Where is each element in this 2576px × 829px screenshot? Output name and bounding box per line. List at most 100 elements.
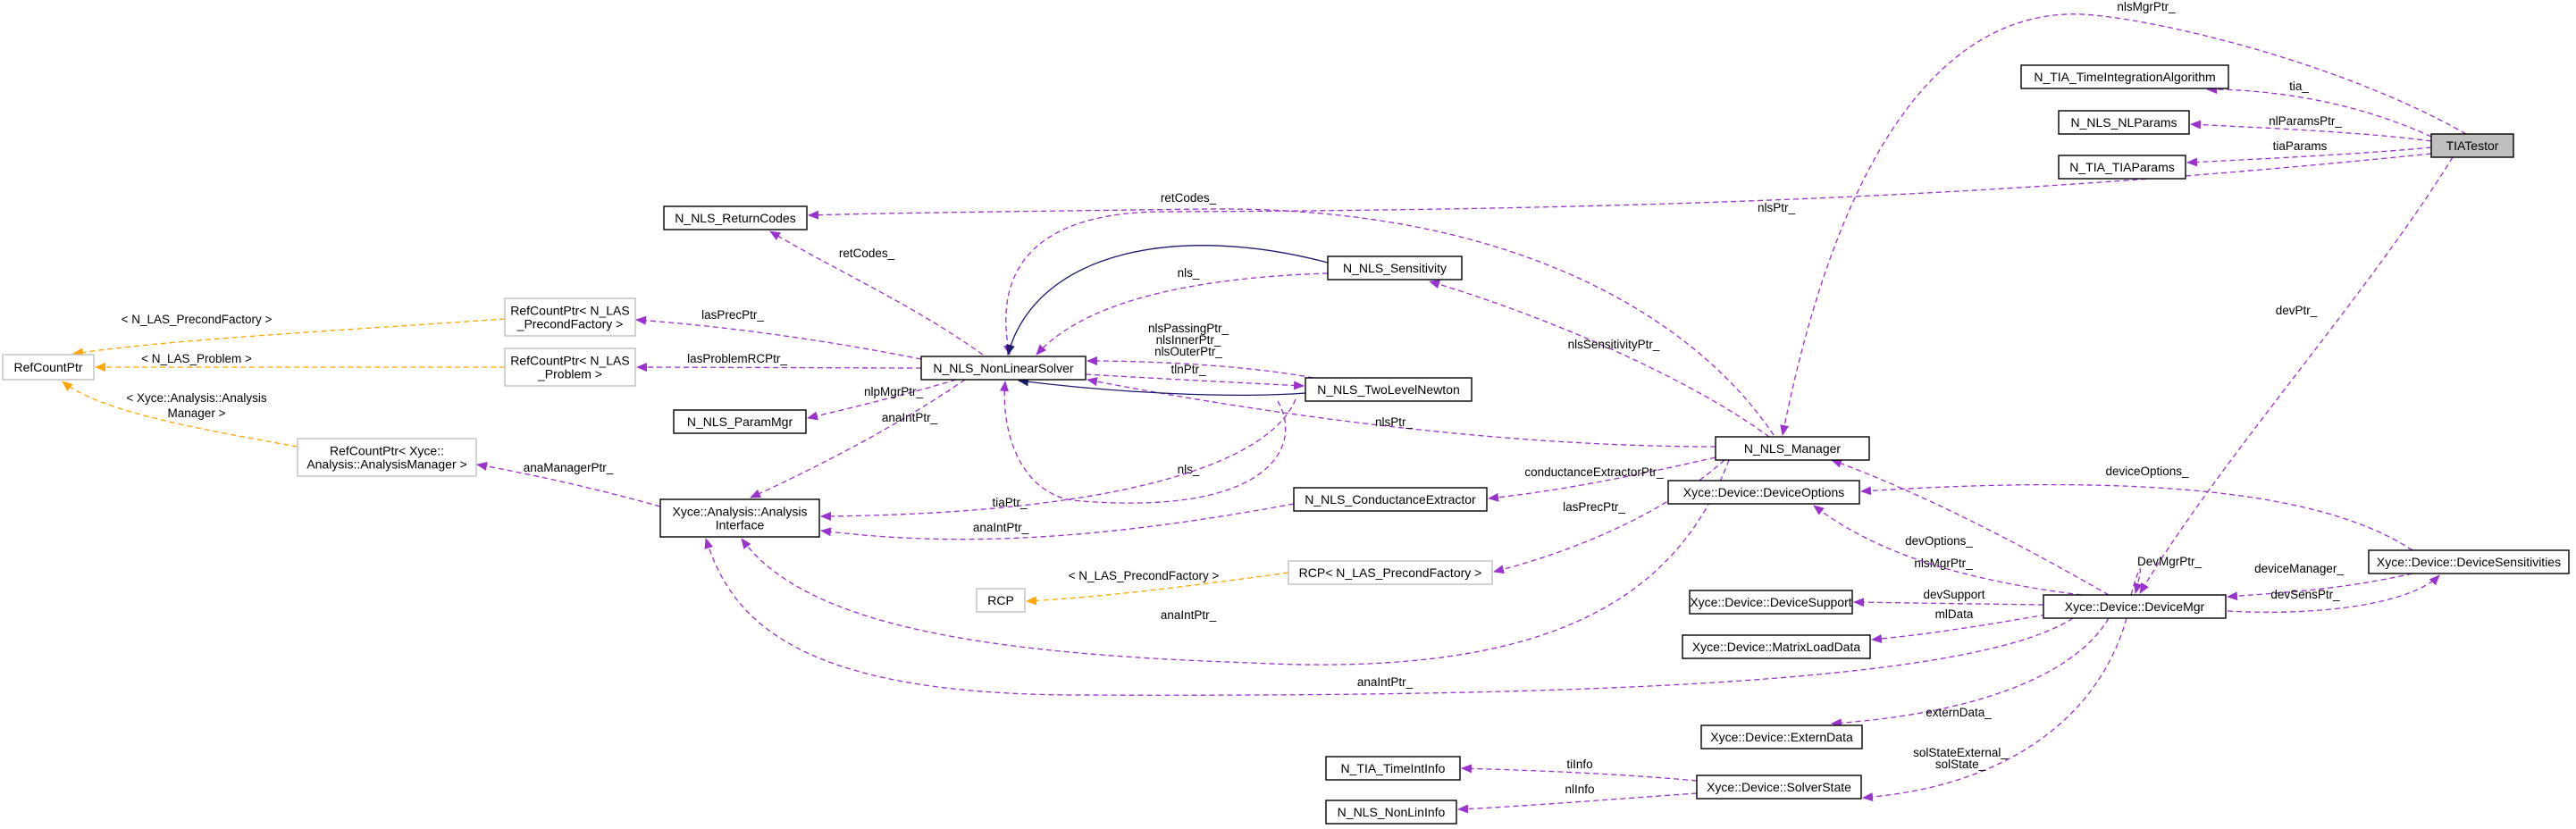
node-box xyxy=(920,356,1087,381)
node-label: N_NLS_Manager xyxy=(1744,441,1842,456)
edge-label: nlParamsPtr_ xyxy=(2269,114,2342,128)
edge-tln-ana: tiaPtr_ xyxy=(820,398,1296,521)
node-label: RefCountPtr< N_LAS xyxy=(510,304,629,318)
node-label: TIATestor xyxy=(2446,138,2499,153)
node-tiatestor[interactable]: TIATestor xyxy=(2430,133,2514,158)
node-devicesupport[interactable]: Xyce::Device::DeviceSupport xyxy=(1689,590,1853,615)
edge-label: devPtr_ xyxy=(2276,304,2318,317)
node-refcountptr[interactable]: RefCountPtr xyxy=(2,354,95,381)
node-label: RefCountPtr< Xyce:: xyxy=(330,444,444,458)
node-box xyxy=(659,498,820,538)
edge-line xyxy=(62,381,298,448)
node-conductanceextractor[interactable]: N_NLS_ConductanceExtractor xyxy=(1293,487,1488,512)
edge-label: tiaPtr_ xyxy=(992,496,1028,509)
node-returncodes[interactable]: N_NLS_ReturnCodes xyxy=(663,205,808,230)
node-noninfo[interactable]: N_NLS_NonLinInfo xyxy=(1325,800,1457,825)
edge-line xyxy=(1006,245,1329,356)
edge-label: lasProblemRCPtr_ xyxy=(687,352,787,365)
edge-mgr-nls: nlsPtr_ xyxy=(1087,377,1716,448)
edge-label: mlData xyxy=(1935,607,1974,621)
node-box xyxy=(1667,480,1860,505)
node-label: RefCountPtr xyxy=(13,360,82,374)
node-rc-problem[interactable]: RefCountPtr< N_LAS_Problem > xyxy=(504,348,636,387)
edge-label: anaIntPtr_ xyxy=(1357,675,1414,689)
edge-label: tia_ xyxy=(2289,80,2309,93)
node-label: N_TIA_TIAParams xyxy=(2069,160,2174,174)
edge-line xyxy=(1087,377,1716,448)
node-matrixloaddata[interactable]: Xyce::Device::MatrixLoadData xyxy=(1682,634,1871,659)
edge-nls-rcproblem: lasProblemRCPtr_ xyxy=(636,352,922,373)
edge-line xyxy=(808,208,1775,436)
edge-nls-tln: tlnPtr_ xyxy=(1085,363,1305,390)
edge-sens-inherit xyxy=(1006,245,1329,356)
edge-line xyxy=(999,381,1287,504)
edge-label: nlsMgrPtr_ xyxy=(2117,0,2176,13)
node-timeintinfo[interactable]: N_TIA_TimeIntInfo xyxy=(1325,756,1461,781)
edge-tln-ana-nls: nls_ xyxy=(999,381,1287,504)
edge-label: tiaParams xyxy=(2273,139,2328,153)
edge-ce-ana: anaIntPtr_ xyxy=(820,503,1295,540)
edge-tln-nls: nlsPassingPtr_nlsInnerPtr_nlsOuterPtr_ xyxy=(1087,322,1314,379)
node-label: Interface xyxy=(716,518,765,532)
node-box xyxy=(1715,436,1870,461)
edge-mgr-ce: conductanceExtractorPtr_ xyxy=(1488,456,1716,502)
edge-line xyxy=(1831,617,2110,728)
node-label: N_NLS_Sensitivity xyxy=(1343,261,1447,275)
edge-ds-dm: deviceManager_ xyxy=(2227,562,2413,601)
node-rcp[interactable]: RCP xyxy=(976,588,1026,613)
edge-rcproblem-rcp: < N_LAS_Problem > xyxy=(95,352,505,372)
node-devicemgr[interactable]: Xyce::Device::DeviceMgr xyxy=(2043,594,2227,619)
edge-line xyxy=(769,230,984,356)
edge-dm-solver: solStateExternal_solState_ xyxy=(1862,617,2127,802)
edge-label: nlsMgrPtr_ xyxy=(1914,557,1973,570)
node-label: N_NLS_NLParams xyxy=(2070,115,2177,130)
node-solverstate[interactable]: Xyce::Device::SolverState xyxy=(1696,775,1862,800)
node-tia-algorithm[interactable]: N_TIA_TimeIntegrationAlgorithm xyxy=(2020,64,2229,89)
node-rcp-precond[interactable]: RCP< N_LAS_PrecondFactory > xyxy=(1288,560,1493,585)
edge-line xyxy=(72,318,506,357)
node-rc-precond[interactable]: RefCountPtr< N_LAS_PrecondFactory > xyxy=(504,297,636,337)
edge-solver-timeint: tiInfo xyxy=(1461,758,1698,782)
node-box xyxy=(504,297,636,337)
node-label: Xyce::Device::SolverState xyxy=(1707,780,1851,794)
node-externdata[interactable]: Xyce::Device::ExternData xyxy=(1700,724,1863,749)
node-label: N_NLS_ParamMgr xyxy=(687,414,793,429)
edge-rcprecond-rcp: < N_LAS_PrecondFactory > xyxy=(72,313,506,357)
node-box xyxy=(297,438,477,477)
node-devicesensitivities[interactable]: Xyce::Device::DeviceSensitivities xyxy=(2368,549,2570,574)
node-label: RefCountPtr< N_LAS xyxy=(510,354,629,368)
edge-tt-nlsmgr: nlsMgrPtr_ xyxy=(1780,0,2467,436)
node-label: Xyce::Device::DeviceMgr xyxy=(2065,599,2205,614)
node-tiaparams[interactable]: N_TIA_TIAParams xyxy=(2058,155,2186,180)
edge-nls-ana: anaIntPtr_ xyxy=(750,379,966,498)
edge-dm-mld: mlData xyxy=(1871,607,2047,643)
edge-label: lasPrecPtr_ xyxy=(701,308,764,322)
edges-layer: nlsMgrPtr_ tia_ nlParamsPtr_ tiaParams nlsPt… xyxy=(62,0,2467,814)
node-box xyxy=(1325,756,1461,781)
node-deviceoptions[interactable]: Xyce::Device::DeviceOptions xyxy=(1667,480,1860,505)
edge-label: nls_ xyxy=(1178,463,1200,476)
edge-ds-devopts: deviceOptions_ xyxy=(1860,465,2413,551)
edge-dm-devsupport: devSupport xyxy=(1853,588,2044,607)
node-box xyxy=(2058,155,2186,180)
node-label: Analysis::AnalysisManager > xyxy=(306,457,466,472)
edge-line xyxy=(1871,614,2047,643)
node-box xyxy=(1288,560,1493,585)
node-rc-am[interactable]: RefCountPtr< Xyce::Analysis::AnalysisMan… xyxy=(297,438,477,477)
node-sensitivity[interactable]: N_NLS_Sensitivity xyxy=(1327,255,1463,281)
node-parammgr[interactable]: N_NLS_ParamMgr xyxy=(673,409,807,434)
node-twolevelnewton[interactable]: N_NLS_TwoLevelNewton xyxy=(1305,377,1473,402)
edge-line xyxy=(2130,568,2143,596)
node-label: _PrecondFactory > xyxy=(516,317,624,331)
edge-line xyxy=(1026,572,1289,606)
node-label: N_NLS_ReturnCodes xyxy=(675,211,795,225)
edge-label: nlsPassingPtr_ xyxy=(1148,322,1229,335)
edge-label: Manager > xyxy=(168,406,226,420)
node-box xyxy=(2430,133,2514,158)
edge-label: devSupport xyxy=(1923,588,1984,601)
edge-label: DevMgrPtr_ xyxy=(2137,555,2203,568)
node-nonlinearsolver[interactable]: N_NLS_NonLinearSolver xyxy=(920,356,1087,381)
node-nlparams[interactable]: N_NLS_NLParams xyxy=(2058,110,2190,135)
node-manager[interactable]: N_NLS_Manager xyxy=(1715,436,1870,461)
